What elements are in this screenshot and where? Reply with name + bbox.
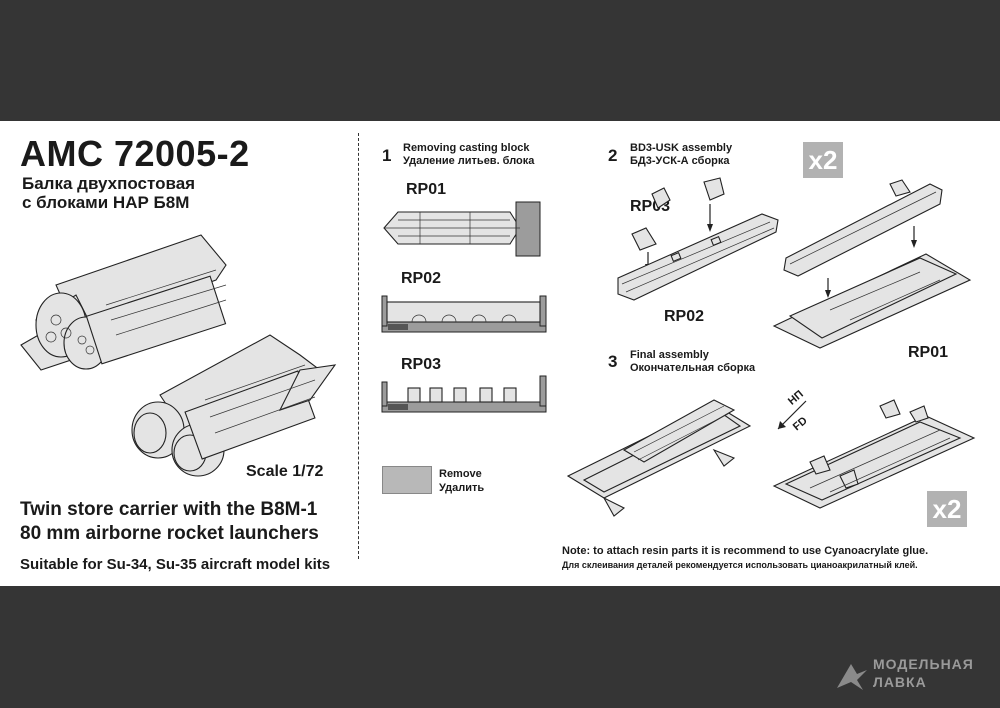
step-2-number: 2: [608, 146, 618, 165]
carrier-illustration-bottom: [131, 334, 337, 477]
step-3-title-en: Final assembly: [630, 349, 709, 361]
step-2-label-rp02: RP02: [664, 308, 705, 325]
suitable-kits: Suitable for Su-34, Su-35 aircraft model…: [20, 556, 331, 573]
direction-arrow: [777, 400, 807, 430]
step-2-label-rp01: RP01: [908, 344, 949, 361]
part-label-rp02: RP02: [401, 270, 442, 287]
product-code: AMC 72005-2: [20, 133, 250, 174]
description-line1: Twin store carrier with the B8M-1: [20, 499, 318, 520]
step-3-title-ru: Окончательная сборка: [630, 362, 756, 374]
final-assembly-left-drawing: [566, 399, 752, 517]
step-3-number: 3: [608, 352, 618, 371]
carrier-illustration-top: [20, 234, 227, 371]
step-1-number: 1: [382, 146, 392, 165]
watermark-text-line1: МОДЕЛЬНАЯ: [873, 656, 974, 672]
watermark-text-line2: ЛАВКА: [873, 674, 927, 690]
part-label-rp01: RP01: [406, 181, 447, 198]
instruction-sheet: [0, 121, 1000, 586]
description-line2: 80 mm airborne rocket launchers: [20, 523, 319, 544]
glue-note-en: Note: to attach resin parts it is recomm…: [562, 545, 929, 557]
glue-note-ru: Для склеивания деталей рекомендуется исп…: [562, 560, 918, 570]
final-assembly-right-drawing: [772, 399, 976, 509]
step-2-title-en: BD3-USK assembly: [630, 142, 733, 154]
multiplier-badge-bottom: x2: [927, 491, 967, 527]
part-label-rp03: RP03: [401, 356, 442, 373]
bd3-usk-assembly-drawing: [617, 177, 779, 301]
step-2-title-ru: БД3-УСК-А сборка: [630, 155, 730, 167]
step-1-title-en: Removing casting block: [403, 142, 530, 154]
part-rp03-drawing: [381, 375, 547, 413]
legend-remove-ru: Удалить: [439, 482, 485, 494]
product-title-ru-line1: Балка двухпостовая: [22, 174, 196, 193]
part-rp02-drawing: [381, 295, 547, 333]
column-divider: [358, 133, 359, 559]
carrier-body-assembly-drawing: [772, 179, 972, 349]
part-rp01-drawing: [383, 201, 541, 257]
product-title-ru-line2: с блоками НАР Б8М: [22, 193, 190, 212]
multiplier-badge-top: x2: [803, 142, 843, 178]
legend-remove-en: Remove: [439, 468, 482, 480]
remove-color-swatch: [382, 466, 432, 494]
watermark-plane-icon: [837, 664, 867, 690]
step-1-title-ru: Удаление литьев. блока: [403, 155, 535, 167]
scale-label: Scale 1/72: [246, 463, 324, 480]
